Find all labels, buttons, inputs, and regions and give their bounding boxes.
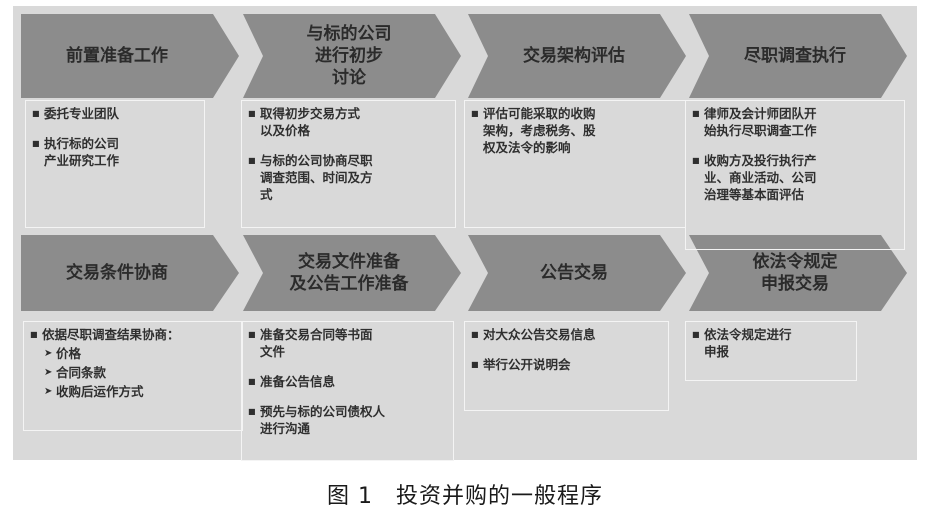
step-detail-box-7: ■ 对大众公告交易信息 ■ 举行公开说明会 <box>464 321 669 411</box>
figure-caption: 图 1 投资并购的一般程序 <box>327 484 603 509</box>
bullet-item: ■ 评估可能采取的收购 架构，考虑税务、股 权及法令的影响 <box>471 105 679 156</box>
sub-bullet-item: ➤价格 <box>30 345 236 362</box>
sub-bullet-item: ➤收购后运作方式 <box>30 383 236 400</box>
bullet-text: 对大众公告交易信息 <box>483 327 596 342</box>
bullet-item: ■ 律师及会计师团队开 始执行尽职调查工作 <box>692 105 898 139</box>
bullet-text: 依法令规定进行 申报 <box>704 327 792 359</box>
step-arrow-3 <box>468 14 686 98</box>
bullet-item: ■ 收购方及投行执行产 业、商业活动、公司 治理等基本面评估 <box>692 152 898 203</box>
step-detail-box-3: ■ 评估可能采取的收购 架构，考虑税务、股 权及法令的影响 <box>464 100 686 228</box>
bullet-item: ■ 依法令规定进行 申报 <box>692 326 850 360</box>
step-arrow-4 <box>689 14 907 98</box>
step-title-6: 交易文件准备 及公告工作准备 <box>289 252 409 294</box>
bullet-item: ■ 与标的公司协商尽职 调查范围、时间及方 式 <box>248 152 449 203</box>
bullet-item: ■ 取得初步交易方式 以及价格 <box>248 105 449 139</box>
step-title-4: 尽职调查执行 <box>744 46 846 66</box>
square-bullet-icon: ■ <box>248 407 256 416</box>
bullet-text: 收购方及投行执行产 业、商业活动、公司 治理等基本面评估 <box>704 153 817 202</box>
chevron-arrows-layer <box>21 14 907 311</box>
step-arrow-6 <box>243 235 461 311</box>
step-title-1: 前置准备工作 <box>66 46 168 66</box>
square-bullet-icon: ■ <box>692 156 700 165</box>
square-bullet-icon: ■ <box>692 330 700 339</box>
square-bullet-icon: ■ <box>471 109 479 118</box>
step-arrow-2 <box>243 14 461 98</box>
step-title-8: 依法令规定 申报交易 <box>752 252 838 294</box>
bullet-item: ■ 对大众公告交易信息 <box>471 326 662 343</box>
square-bullet-icon: ■ <box>32 109 40 118</box>
step-arrow-1 <box>21 14 239 98</box>
step-detail-box-4: ■ 律师及会计师团队开 始执行尽职调查工作 ■ 收购方及投行执行产 业、商业活动、公司… <box>685 100 905 250</box>
step-arrow-7 <box>468 235 686 311</box>
bullet-item: ■ 依据尽职调查结果协商： <box>30 326 236 343</box>
bullet-text: 律师及会计师团队开 始执行尽职调查工作 <box>704 106 817 138</box>
bullet-text: 与标的公司协商尽职 调查范围、时间及方 式 <box>260 153 373 202</box>
bullet-item: ■ 准备公告信息 <box>248 373 447 390</box>
bullet-text: 预先与标的公司债权人 进行沟通 <box>260 404 386 436</box>
step-arrow-5 <box>21 235 239 311</box>
square-bullet-icon: ■ <box>248 156 256 165</box>
square-bullet-icon: ■ <box>248 330 256 339</box>
bullet-item: ■ 执行标的公司 产业研究工作 <box>32 135 198 169</box>
step-arrow-8 <box>689 235 907 311</box>
bullet-text: 评估可能采取的收购 架构，考虑税务、股 权及法令的影响 <box>483 106 596 155</box>
bullet-text: 准备交易合同等书面 文件 <box>260 327 373 359</box>
step-title-5: 交易条件协商 <box>66 263 168 283</box>
step-title-3: 交易架构评估 <box>523 46 625 66</box>
arrow-bullet-icon: ➤ <box>44 367 53 378</box>
step-detail-box-8: ■ 依法令规定进行 申报 <box>685 321 857 381</box>
bullet-text: 执行标的公司 产业研究工作 <box>44 136 120 168</box>
bullet-text: 委托专业团队 <box>44 106 120 121</box>
step-title-7: 公告交易 <box>540 263 608 283</box>
step-title-2: 与标的公司 进行初步 讨论 <box>306 24 392 88</box>
bullet-text: 收购后运作方式 <box>56 384 144 399</box>
bullet-text: 准备公告信息 <box>260 374 336 389</box>
bullet-item: ■ 预先与标的公司债权人 进行沟通 <box>248 403 447 437</box>
sub-bullet-item: ➤合同条款 <box>30 364 236 381</box>
bullet-item: ■ 举行公开说明会 <box>471 356 662 373</box>
bullet-text: 取得初步交易方式 以及价格 <box>260 106 361 138</box>
step-detail-box-5: ■依据尽职调查结果协商：➤价格➤合同条款➤收购后运作方式 <box>23 321 243 431</box>
square-bullet-icon: ■ <box>30 330 38 339</box>
step-detail-box-1: ■ 委托专业团队 ■ 执行标的公司 产业研究工作 <box>25 100 205 228</box>
bullet-text: 依据尽职调查结果协商： <box>42 327 180 342</box>
square-bullet-icon: ■ <box>692 109 700 118</box>
bullet-text: 价格 <box>56 346 82 361</box>
step-detail-box-2: ■ 取得初步交易方式 以及价格 ■ 与标的公司协商尽职 调查范围、时间及方 式 <box>241 100 456 228</box>
step-detail-box-6: ■ 准备交易合同等书面 文件 ■ 准备公告信息 ■ 预先与标的公司债权人 进行沟通 <box>241 321 454 461</box>
process-diagram: 前置准备工作 与标的公司 进行初步 讨论 交易架构评估 尽职调查执行交易条件协商 交易文… <box>13 6 917 461</box>
bullet-text: 举行公开说明会 <box>483 357 571 372</box>
square-bullet-icon: ■ <box>471 360 479 369</box>
square-bullet-icon: ■ <box>248 377 256 386</box>
arrow-bullet-icon: ➤ <box>44 386 53 397</box>
square-bullet-icon: ■ <box>248 109 256 118</box>
bullet-item: ■ 委托专业团队 <box>32 105 198 122</box>
square-bullet-icon: ■ <box>32 139 40 148</box>
bullet-text: 合同条款 <box>56 365 107 380</box>
square-bullet-icon: ■ <box>471 330 479 339</box>
arrow-bullet-icon: ➤ <box>44 348 53 359</box>
bullet-item: ■ 准备交易合同等书面 文件 <box>248 326 447 360</box>
